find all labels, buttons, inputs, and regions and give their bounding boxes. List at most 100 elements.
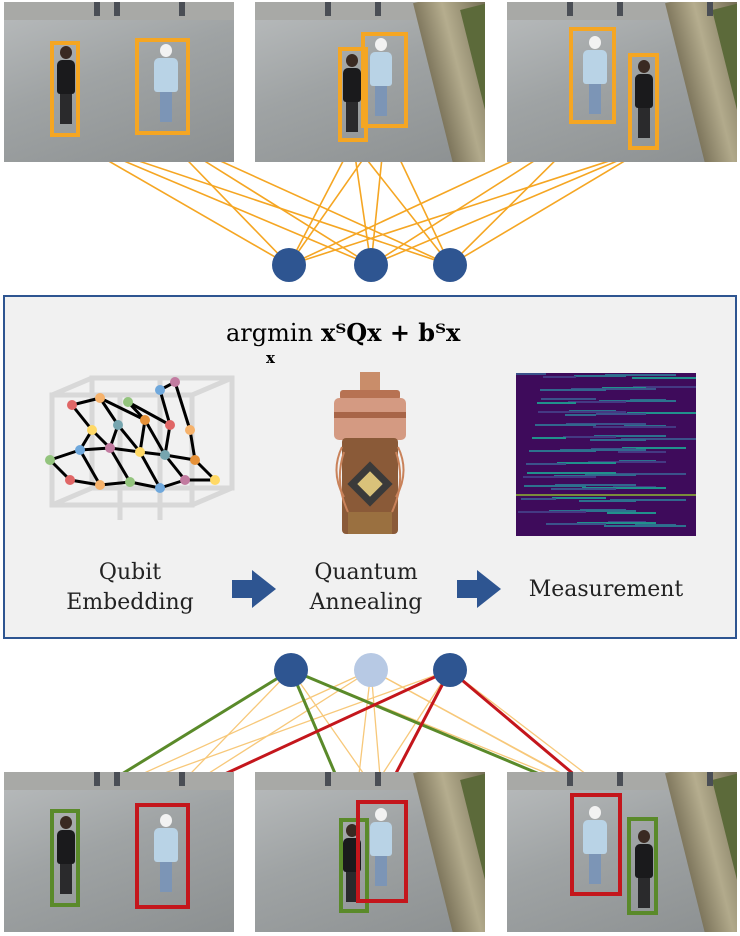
embedding-edge (99, 396, 146, 422)
top-bbox-3b (628, 53, 659, 150)
top-node-1 (272, 248, 306, 282)
heatmap-stripe (527, 472, 616, 474)
heatmap-stripe (582, 487, 666, 489)
qubit-node (155, 385, 165, 395)
top-frame-1 (4, 2, 234, 162)
qubit-node (95, 480, 105, 490)
heatmap-stripe (621, 438, 696, 440)
qubit-node (155, 483, 165, 493)
heatmap-stripe (599, 400, 676, 402)
heatmap-stripe (632, 377, 696, 379)
embedding-edge (143, 419, 167, 456)
embedding-edge (109, 446, 141, 454)
step-label-embedding-line2: Embedding (66, 590, 194, 615)
qubit-node (140, 415, 150, 425)
embedding-edge (164, 453, 196, 462)
embedding-edge (138, 451, 162, 489)
heatmap-stripe (560, 449, 646, 451)
heatmap-stripe (594, 435, 666, 437)
heatmap-stripe (565, 414, 596, 416)
qubit-node (135, 447, 145, 457)
heatmap-stripe (546, 523, 606, 525)
heatmap-stripe (618, 451, 666, 453)
heatmap-stripe (588, 461, 666, 463)
qubit-node (113, 420, 123, 430)
heatmap-stripe (555, 484, 636, 486)
embedding-edge (49, 448, 81, 462)
heatmap-stripe (538, 411, 626, 413)
candidate-edge (449, 149, 644, 266)
heatmap-stripe (523, 476, 596, 478)
heatmap-stripe (543, 376, 576, 378)
candidate-edge (288, 149, 644, 266)
step-label-annealing-line2: Annealing (309, 590, 423, 615)
heatmap-stripe (590, 439, 646, 441)
qubit-node (165, 420, 175, 430)
top-frame-2 (255, 2, 485, 162)
bottom-bbox-2a (339, 818, 369, 913)
qubit-node (185, 425, 195, 435)
heatmap-stripe (529, 450, 596, 452)
heatmap-stripe (537, 402, 576, 404)
heatmap-stripe (577, 522, 656, 524)
bottom-node-1 (274, 653, 308, 687)
bottom-frame-3 (507, 772, 737, 932)
heatmap-stripe (593, 426, 676, 428)
embedding-edge (129, 480, 161, 490)
qubit-node (87, 425, 97, 435)
qubit-node (190, 455, 200, 465)
bottom-bbox-1b (135, 803, 190, 909)
embedding-edge (163, 454, 187, 481)
formula-operator: argmin (226, 319, 314, 347)
embedding-edge (127, 400, 171, 427)
bottom-node-3 (433, 653, 467, 687)
top-node-2 (354, 248, 388, 282)
embedding-edge (158, 389, 172, 426)
embedding-edge (70, 404, 94, 431)
step-label-measurement: Measurement (516, 575, 696, 605)
candidate-edge (288, 141, 354, 266)
heatmap-stripe (585, 474, 636, 476)
heatmap-stripe (627, 412, 696, 414)
candidate-edge (352, 141, 372, 266)
embedding-edge (98, 397, 120, 426)
step-label-embedding-line1: Qubit (98, 560, 162, 585)
qubit-node (105, 443, 115, 453)
qubit-node (160, 450, 170, 460)
bottom-frame-1 (4, 772, 234, 932)
qubit-node (170, 377, 180, 387)
qubit-node (75, 445, 85, 455)
embedding-edge (108, 447, 132, 483)
heatmap-stripe (616, 473, 686, 475)
top-frame-3 (507, 2, 737, 162)
step-label-measurement-line1: Measurement (528, 577, 684, 602)
formula-subscript: x (266, 349, 275, 367)
embedding-edge (69, 478, 101, 487)
heatmap-stripe (516, 373, 546, 375)
heatmap-stripe (549, 510, 636, 512)
heatmap-stripe (524, 485, 586, 487)
heatmap-stripe (605, 374, 676, 376)
heatmap-stripe (521, 498, 556, 500)
qubit-node (45, 455, 55, 465)
heatmap-stripe (557, 462, 616, 464)
bottom-node-2 (354, 653, 388, 687)
heatmap-stripe (579, 500, 636, 502)
top-node-3 (433, 248, 467, 282)
top-bbox-2b (361, 32, 408, 128)
heatmap-stripe (574, 375, 626, 377)
top-bbox-1a (50, 41, 80, 137)
heatmap-stripe (563, 436, 616, 438)
qubit-node (123, 397, 133, 407)
heatmap-stripe (568, 401, 626, 403)
heatmap-stripe (610, 499, 686, 501)
heatmap-stripe (518, 511, 586, 513)
bottom-bbox-2b (356, 800, 408, 903)
embedding-edge (78, 449, 102, 486)
heatmap-stripe (604, 525, 686, 527)
step-label-embedding: Qubit Embedding (60, 558, 200, 618)
heatmap-stripe (526, 463, 566, 465)
qubit-node (65, 475, 75, 485)
heatmap-stripe (622, 447, 686, 449)
